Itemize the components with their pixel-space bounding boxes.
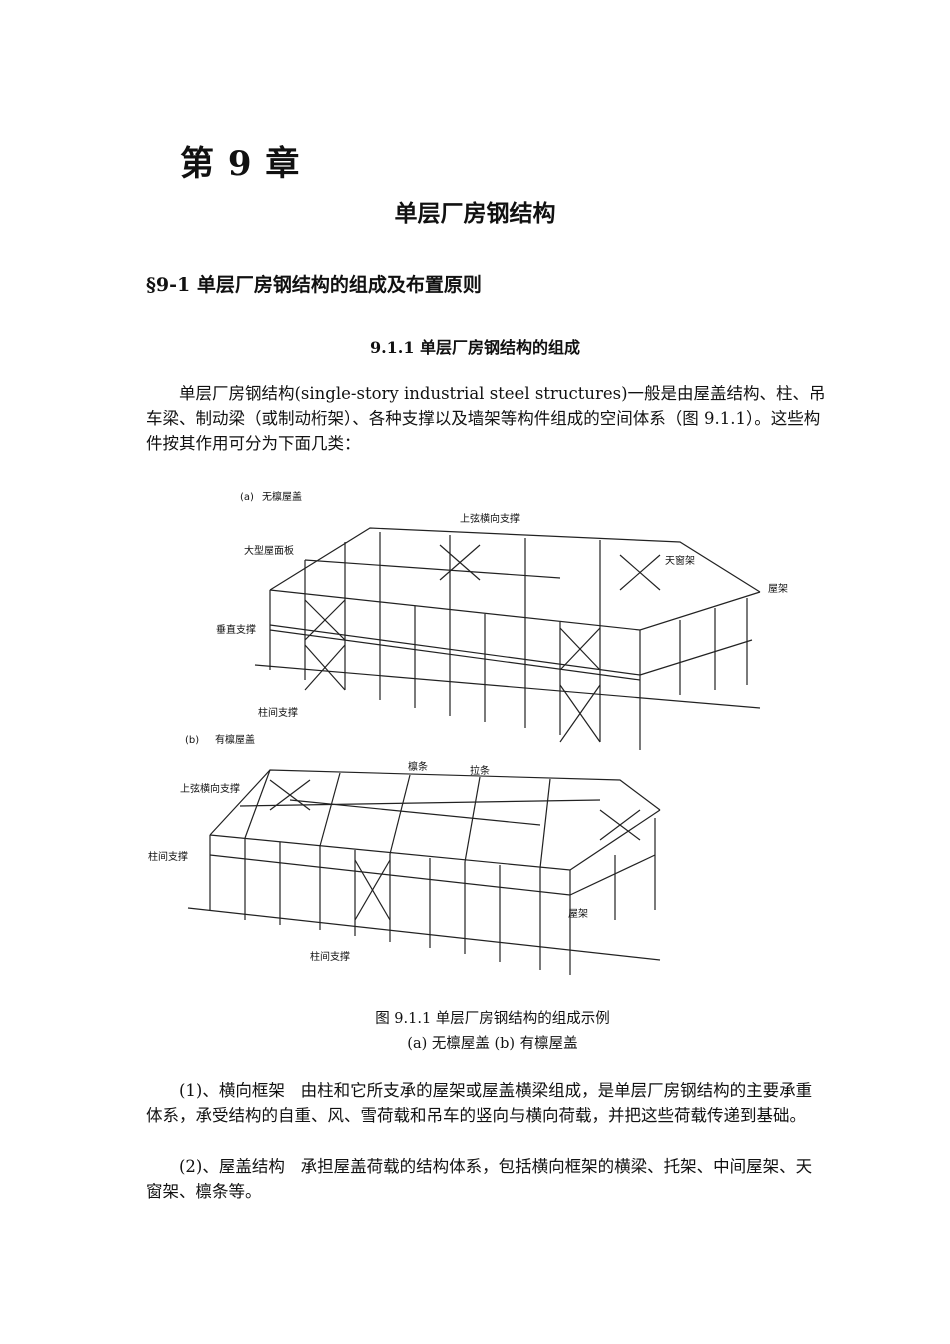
- structure-figure: (a) 无檩屋盖 上弦横向支撑 大型屋面板 天窗架 屋架 垂直支撑 柱间支撑: [148, 490, 788, 975]
- chapter-heading: 第 9 章: [180, 144, 301, 184]
- label-b-purlin: 檩条: [408, 760, 428, 773]
- list-item: (1)、横向框架 由柱和它所支承的屋架或屋盖横梁组成，是单层厂房钢结构的主要承重…: [146, 1078, 826, 1128]
- section-heading: §9-1 单层厂房钢结构的组成及布置原则: [146, 274, 482, 296]
- item-head: (2)、屋盖结构: [179, 1157, 285, 1176]
- figure-a-drawing: [254, 527, 761, 750]
- figure-a-tag: (a): [240, 492, 254, 503]
- label-b-top-chord-bracing: 上弦横向支撑: [180, 782, 240, 795]
- intro-paragraph: 单层厂房钢结构(single-story industrial steel st…: [146, 384, 826, 453]
- label-b-tie-rod: 拉条: [470, 764, 490, 777]
- label-a-top-chord-bracing: 上弦横向支撑: [460, 512, 520, 525]
- label-a-roof-panel: 大型屋面板: [244, 544, 294, 557]
- figure-subcaption: (a) 无檩屋盖 (b) 有檩屋盖: [407, 1036, 578, 1052]
- figure-b-drawing: [187, 769, 661, 975]
- label-a-skylight: 天窗架: [665, 554, 695, 567]
- label-b-truss: 屋架: [568, 908, 588, 920]
- label-a-truss: 屋架: [768, 583, 788, 595]
- figure-b-tag: (b): [185, 735, 199, 746]
- subsection-heading: 9.1.1 单层厂房钢结构的组成: [369, 338, 581, 357]
- label-a-column-bracing: 柱间支撑: [258, 706, 298, 719]
- label-b-column-bracing-bottom: 柱间支撑: [310, 950, 350, 963]
- item-body: 由柱和它所支承的屋架或屋盖横梁组成，是单层厂房钢结构的主要承重体系，承受结构的自…: [146, 1081, 813, 1125]
- figure-a-name: 无檩屋盖: [262, 490, 302, 503]
- figure-caption: 图 9.1.1 单层厂房钢结构的组成示例: [375, 1011, 610, 1027]
- label-b-column-bracing-left: 柱间支撑: [148, 850, 188, 863]
- page-title: 单层厂房钢结构: [394, 200, 556, 227]
- figure-b-name: 有檩屋盖: [215, 733, 255, 746]
- label-a-vertical-bracing: 垂直支撑: [216, 623, 256, 636]
- item-body: 承担屋盖荷载的结构体系，包括横向框架的横梁、托架、中间屋架、天窗架、檩条等。: [146, 1157, 813, 1201]
- item-head: (1)、横向框架: [179, 1081, 285, 1100]
- list-item: (2)、屋盖结构 承担屋盖荷载的结构体系，包括横向框架的横梁、托架、中间屋架、天…: [146, 1154, 826, 1204]
